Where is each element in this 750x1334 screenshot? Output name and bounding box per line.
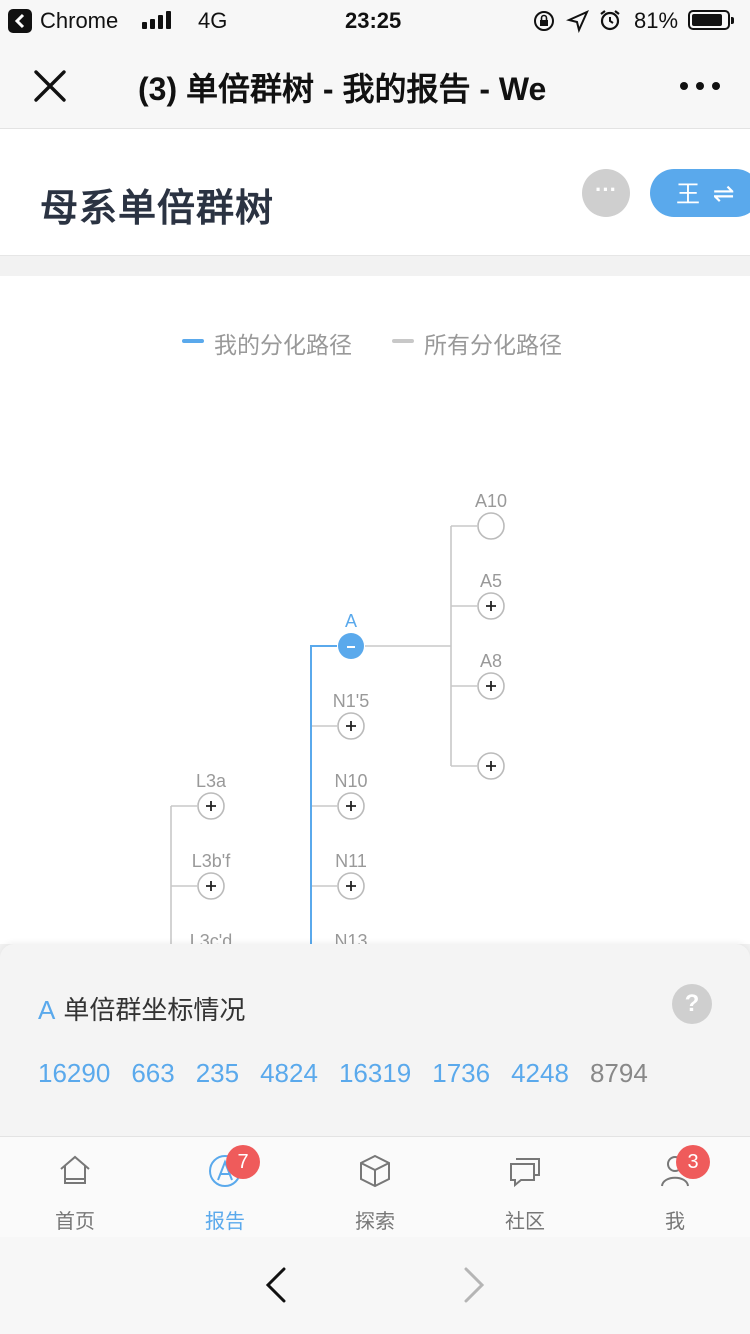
notification-badge: 3: [676, 1145, 710, 1179]
selected-haplogroup: A: [38, 995, 56, 1025]
node-label-n11: N11: [335, 851, 367, 871]
clock: 23:25: [345, 8, 402, 33]
notification-badge: 7: [226, 1145, 260, 1179]
tab-label: 我: [665, 1211, 685, 1233]
browser-nav-bar: (3) 单倍群树 - 我的报告 - We: [0, 42, 750, 129]
coordinate-value: 1736: [432, 1058, 491, 1088]
connector-a-children: [365, 525, 477, 767]
connector-n-children: [311, 725, 337, 887]
tab-report[interactable]: 报告 7: [150, 1137, 300, 1237]
node-label-n13: N13: [334, 931, 367, 944]
node-label-a10: A10: [475, 491, 507, 511]
node-label-a5: A5: [480, 571, 502, 591]
tab-label: 首页: [55, 1211, 95, 1233]
switch-icon: ⇌: [712, 178, 735, 208]
node-label-n10: N10: [334, 771, 367, 791]
connector-l3-children: [170, 805, 197, 944]
tab-label: 报告: [205, 1211, 245, 1233]
rotation-lock-icon: [534, 11, 554, 31]
switch-user-button[interactable]: 王 ⇌: [650, 169, 750, 217]
cube-icon: [360, 1154, 390, 1188]
coordinate-value: 4824: [260, 1058, 318, 1088]
battery-icon: [688, 10, 734, 30]
legend-mine-label: 我的分化路径: [214, 332, 352, 358]
tab-chat[interactable]: 社区: [450, 1137, 600, 1237]
coordinate-value: 16319: [338, 1058, 412, 1088]
node-label-n1-5: N1'5: [333, 691, 369, 711]
tab-label: 探索: [355, 1211, 395, 1233]
forward-arrow-icon[interactable]: [460, 1265, 490, 1305]
alarm-icon: [600, 10, 620, 31]
more-options-icon[interactable]: [678, 80, 722, 92]
help-button[interactable]: ?: [672, 984, 712, 1024]
plus-icon: [346, 881, 356, 891]
coordinate-value: 235: [195, 1058, 240, 1088]
node-label-l3a: L3a: [196, 771, 227, 791]
coordinate-value: 4248: [511, 1058, 569, 1088]
my-path-line: [310, 645, 337, 944]
back-arrow-icon[interactable]: [260, 1265, 290, 1305]
coordinate-value: 16290: [38, 1058, 111, 1088]
page-tab-title: (3) 单倍群树 - 我的报告 - We: [138, 71, 547, 107]
plus-icon: [206, 881, 216, 891]
node-label-l3c-d: L3c'd: [190, 931, 232, 944]
coordinates-list: 16290 663 235 4824 16319 1736 4248 8794: [38, 1058, 669, 1089]
page-title: 母系单倍群树: [40, 188, 275, 230]
plus-icon: [346, 721, 356, 731]
node-label-l3b-f: L3b'f: [192, 851, 231, 871]
tab-cube[interactable]: 探索: [300, 1137, 450, 1237]
network-type: 4G: [198, 8, 228, 33]
home-icon: [60, 1155, 90, 1184]
node-label-a8: A8: [480, 651, 502, 671]
browser-toolbar: [0, 1237, 750, 1334]
more-button[interactable]: ···: [582, 169, 630, 217]
user-initial: 王: [676, 181, 700, 208]
signal-icon: [142, 0, 182, 42]
tab-label: 社区: [505, 1211, 545, 1233]
plus-icon: [346, 801, 356, 811]
battery-percent: 81%: [634, 8, 679, 33]
coordinate-value: 663: [131, 1058, 175, 1088]
plus-icon: [486, 681, 496, 691]
status-bar: Chrome 4G 23:25 81%: [0, 0, 750, 42]
chat-icon: [510, 1158, 540, 1188]
node-label-a: A: [345, 611, 357, 631]
coordinate-value: 8794: [589, 1058, 648, 1088]
back-app-label[interactable]: Chrome: [40, 8, 119, 33]
node-a10[interactable]: [477, 512, 505, 540]
location-icon: [566, 10, 589, 33]
legend-mine-swatch: [182, 339, 204, 343]
back-to-app-icon[interactable]: [8, 9, 32, 33]
plus-icon: [486, 601, 496, 611]
plus-icon: [486, 761, 496, 771]
tab-home[interactable]: 首页: [0, 1137, 150, 1237]
legend-all-label: 所有分化路径: [424, 332, 562, 358]
close-icon[interactable]: [32, 68, 68, 104]
panel-title-text: 单倍群坐标情况: [63, 995, 246, 1025]
legend-all-swatch: [392, 339, 414, 343]
plus-icon: [206, 801, 216, 811]
page-header: 母系单倍群树 ··· 王 ⇌: [0, 129, 750, 256]
